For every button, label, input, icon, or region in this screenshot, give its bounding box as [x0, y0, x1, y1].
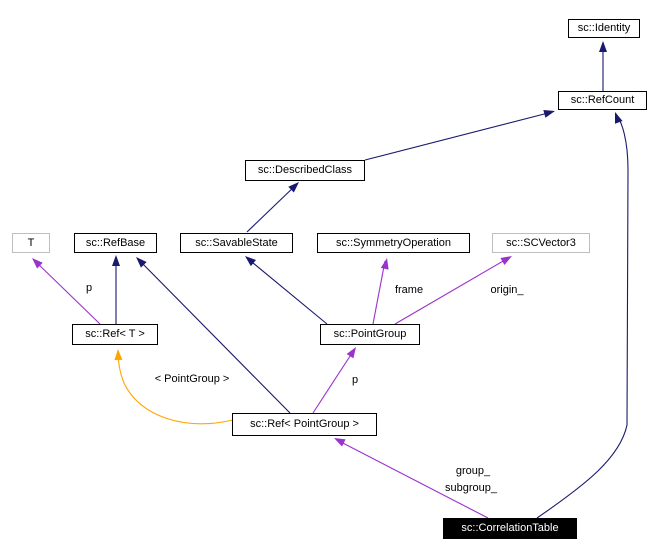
pointgroup-to-savablestate-edge	[246, 257, 328, 325]
class-node-ref-t[interactable]: sc::Ref< T >	[72, 324, 158, 345]
usage-arrowhead-icon	[334, 438, 346, 447]
savablestate-to-describedclass-edge	[246, 183, 298, 233]
correlationtable-to-refcount-edge	[536, 113, 629, 519]
edge-label-correlationtable-uses-ref-pointgroup: subgroup_	[445, 482, 497, 494]
class-node-ref-pointgroup[interactable]: sc::Ref< PointGroup >	[232, 413, 377, 436]
edge-label-pointgroup-uses-scvector3: origin_	[490, 284, 524, 296]
class-node-pointgroup[interactable]: sc::PointGroup	[320, 324, 420, 345]
class-node-describedclass[interactable]: sc::DescribedClass	[245, 160, 365, 181]
inheritance-arrowhead-icon	[599, 41, 607, 52]
template-arrowhead-icon	[114, 349, 123, 361]
class-node-symmetryoperation[interactable]: sc::SymmetryOperation	[317, 233, 470, 253]
correlationtable-uses-ref-pointgroup-edge	[336, 439, 489, 519]
ref-pointgroup-instantiates-ref-t-edge	[117, 350, 234, 425]
usage-arrowhead-icon	[380, 258, 389, 270]
class-node-t: T	[12, 233, 50, 253]
usage-arrowhead-icon	[32, 258, 43, 269]
ref-pointgroup-to-refbase-edge	[137, 258, 291, 414]
edge-label-ref-pointgroup-uses-pointgroup: p	[351, 374, 359, 386]
pointgroup-uses-scvector3-edge	[394, 256, 511, 325]
ref-pointgroup-uses-pointgroup-edge	[312, 349, 355, 414]
class-node-scvector3: sc::SCVector3	[492, 233, 590, 253]
class-node-correlationtable: sc::CorrelationTable	[443, 518, 577, 539]
usage-arrowhead-icon	[500, 256, 512, 265]
class-node-refcount[interactable]: sc::RefCount	[558, 91, 647, 110]
describedclass-to-refcount-edge	[364, 111, 553, 161]
inheritance-arrowhead-icon	[615, 112, 623, 124]
usage-arrowhead-icon	[346, 347, 356, 359]
class-node-savablestate[interactable]: sc::SavableState	[180, 233, 293, 253]
inheritance-arrowhead-icon	[543, 109, 555, 118]
inheritance-arrowhead-icon	[136, 257, 147, 268]
edge-label-ref-t-uses-t: p	[85, 282, 93, 294]
class-node-refbase[interactable]: sc::RefBase	[74, 233, 157, 253]
inheritance-arrowhead-icon	[245, 256, 256, 267]
edge-label-pointgroup-uses-symmetryoperation: frame	[394, 284, 424, 296]
pointgroup-uses-symmetryoperation-edge	[372, 260, 386, 325]
ref-t-uses-t-edge	[33, 259, 101, 325]
inheritance-arrowhead-icon	[112, 255, 120, 266]
class-node-identity[interactable]: sc::Identity	[568, 19, 640, 38]
edge-label-correlationtable-uses-ref-pointgroup: group_	[455, 465, 491, 477]
edge-label-ref-pointgroup-instantiates-ref-t: < PointGroup >	[154, 373, 230, 385]
inheritance-arrowhead-icon	[288, 182, 299, 193]
